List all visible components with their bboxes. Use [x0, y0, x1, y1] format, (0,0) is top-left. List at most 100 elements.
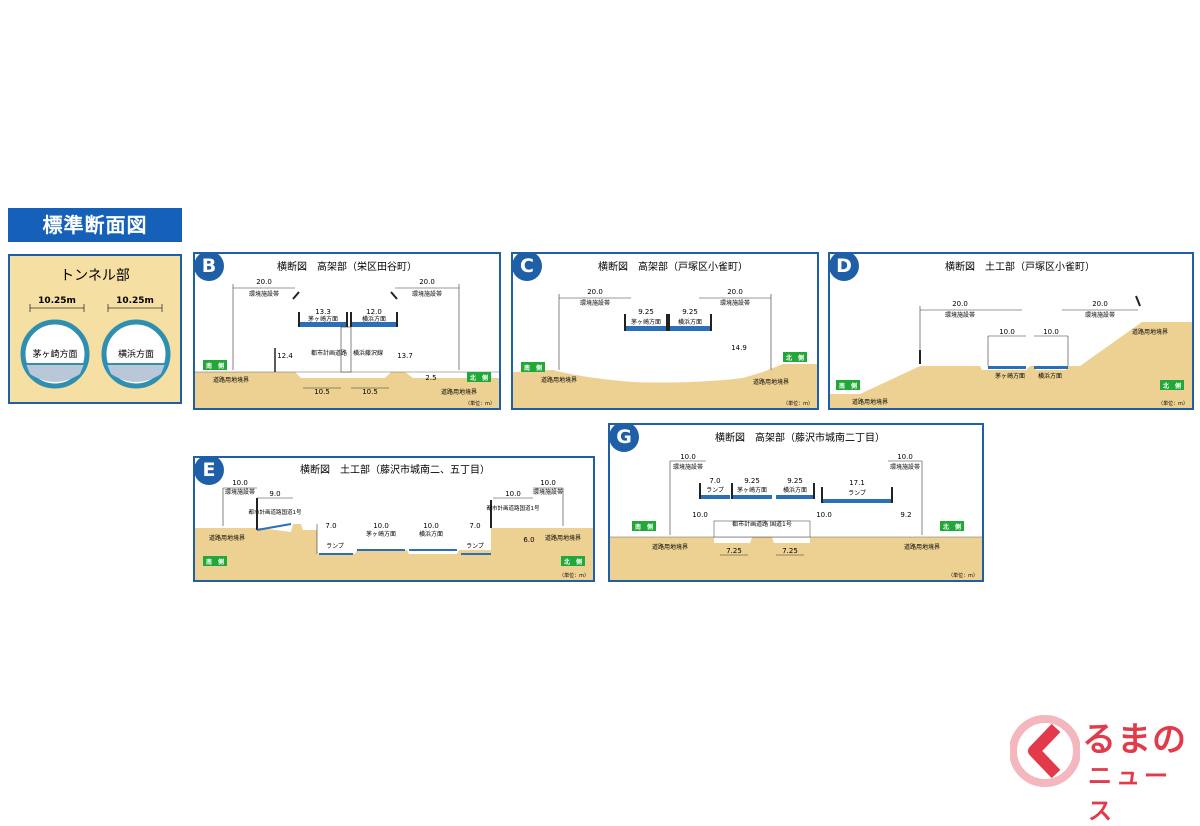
panel-g-deck-right-width: 9.25	[787, 477, 803, 485]
tunnel-right-direction: 横浜方面	[118, 348, 154, 360]
panel-e-main-left: 10.0	[373, 522, 389, 530]
panel-d-env-left-label: 環境施設帯	[945, 311, 975, 319]
panel-b-north: 北 側	[470, 374, 488, 382]
panel-g-boundary-left: 道路用地境界	[652, 543, 688, 551]
panel-g-deck-left	[731, 483, 772, 499]
panel-g-ramp-right-width: 17.1	[849, 479, 865, 487]
panel-b-deck-right-label: 横浜方面	[362, 315, 386, 323]
panel-d-env-right: 20.0	[1092, 300, 1108, 308]
panel-c-title: 横断図 高架部（戸塚区小雀町）	[598, 260, 748, 273]
page-title: 標準断面図	[8, 208, 182, 242]
panel-d-boundary-right: 道路用地境界	[1132, 328, 1168, 336]
panel-d-diagram: 横断図 土工部（戸塚区小雀町） 20.0 環境施設帯 20.0 環境施設帯 10…	[830, 260, 1192, 408]
panel-d-road-left-width: 10.0	[999, 328, 1015, 336]
panel-g-road-right: 7.25	[782, 547, 798, 555]
panel-d-env-left: 20.0	[952, 300, 968, 308]
panel-g-ramp-left-label: ランプ	[706, 487, 724, 494]
panel-c-env-right: 20.0	[727, 288, 743, 296]
panel-e-env-left: 10.0	[232, 479, 248, 487]
panel-c-boundary-left: 道路用地境界	[541, 376, 577, 384]
panel-e-ramp-right: 7.0	[469, 522, 480, 530]
panel-b-center-label: 都市計画道路 横浜藤沢線	[311, 349, 383, 357]
panel-b-env-right-label: 環境施設帯	[412, 290, 442, 298]
panel-g-boundary-right: 道路用地境界	[904, 543, 940, 551]
panel-e: 横断図 土工部（藤沢市城南二、五丁目） 10.0 環境施設帯 9.0 都市計画道…	[193, 456, 595, 582]
panel-c-env-left: 20.0	[587, 288, 603, 296]
panel-e-boundary-right: 道路用地境界	[545, 534, 581, 542]
panel-g-letter: G	[610, 425, 639, 452]
panel-g-diagram: 横断図 高架部（藤沢市城南二丁目） 10.0 環境施設帯 10.0 環境施設帯 …	[610, 431, 982, 580]
panel-b-road-right: 10.5	[362, 388, 378, 396]
panel-c-deck-left-width: 9.25	[638, 308, 654, 316]
panel-d-road-left-label: 茅ヶ崎方面	[995, 372, 1025, 380]
panel-g-h-left: 10.0	[692, 511, 708, 519]
panel-d-boundary-left: 道路用地境界	[852, 398, 888, 406]
panel-c-deck-left	[624, 314, 668, 331]
panel-c-h-right: 14.9	[731, 344, 747, 352]
watermark: るまの ニュース	[1010, 706, 1196, 825]
panel-e-ramp-left-label: ランプ	[326, 543, 344, 550]
panel-g-center-label: 都市計画道路 国道1号	[732, 520, 792, 528]
panel-g-h-right: 9.2	[900, 511, 911, 519]
panel-e-letter: E	[195, 458, 224, 485]
panel-e-env-right: 10.0	[540, 479, 556, 487]
tunnel-right-shape	[101, 319, 171, 389]
panel-d-road-right-label: 横浜方面	[1038, 372, 1062, 380]
panel-c-boundary-right: 道路用地境界	[753, 378, 789, 386]
panel-g-deck-left-width: 9.25	[744, 477, 760, 485]
panel-d-letter: D	[830, 254, 859, 281]
panel-b-h-left: 12.4	[277, 352, 293, 360]
panel-b-boundary-right: 道路用地境界	[441, 388, 477, 396]
tunnel-right-width: 10.25m	[116, 296, 154, 306]
panel-d-env-right-label: 環境施設帯	[1085, 311, 1115, 319]
tunnel-title: トンネル部	[60, 268, 130, 284]
panel-e-main-left-label: 茅ヶ崎方面	[366, 530, 396, 538]
panel-e-title: 横断図 土工部（藤沢市城南二、五丁目）	[300, 463, 490, 476]
panel-e-local-left: 9.0	[269, 490, 280, 498]
panel-g-env-right-label: 環境施設帯	[890, 463, 920, 471]
panel-c-deck-right-width: 9.25	[682, 308, 698, 316]
panel-c-letter: C	[513, 254, 542, 281]
tunnel-panel: トンネル部 10.25m 茅ヶ崎方面 10.25m 横浜方面	[8, 254, 182, 404]
panel-c-diagram: 横断図 高架部（戸塚区小雀町） 20.0 環境施設帯 20.0 環境施設帯 9.…	[513, 260, 817, 408]
panel-d-road-left	[987, 335, 1026, 369]
panel-e-depth: 6.0	[523, 536, 534, 544]
panel-g-env-left-label: 環境施設帯	[673, 463, 703, 471]
panel-e-ramp-left: 7.0	[325, 522, 336, 530]
panel-g-ramp-right	[821, 487, 893, 503]
panel-d-road-right	[1034, 335, 1069, 369]
panel-e-boundary-left: 道路用地境界	[209, 534, 245, 542]
watermark-main: るまの	[1082, 720, 1187, 760]
panel-b-deck-left	[298, 312, 348, 327]
panel-e-diagram: 横断図 土工部（藤沢市城南二、五丁目） 10.0 環境施設帯 9.0 都市計画道…	[195, 463, 593, 580]
panel-g-deck-right-label: 横浜方面	[783, 486, 807, 494]
panel-g-north: 北 側	[943, 523, 961, 531]
panel-c-unit: （単位：m）	[783, 400, 813, 407]
panel-g-road-left: 7.25	[726, 547, 742, 555]
tunnel-left-shape	[20, 319, 90, 389]
panel-g-h-mid: 10.0	[816, 511, 832, 519]
panel-c-env-right-label: 環境施設帯	[720, 299, 750, 307]
panel-g-ramp-left-width: 7.0	[709, 477, 720, 485]
panel-c-north: 北 側	[786, 354, 804, 362]
panel-b-diagram: 横断図 高架部（栄区田谷町） 20.0 環境施設帯 20.0 環境施設帯 13.…	[195, 260, 499, 408]
panel-c-south: 南 側	[524, 364, 542, 372]
panel-b-env-right: 20.0	[419, 278, 435, 286]
panel-b-letter: B	[195, 254, 224, 281]
watermark-sub: ニュース	[1088, 762, 1172, 825]
watermark-logo-icon	[1010, 715, 1080, 787]
panel-b-unit: （単位：m）	[465, 400, 495, 407]
panel-e-main-right-label: 横浜方面	[419, 530, 443, 538]
panel-c-deck-right-label: 横浜方面	[678, 318, 702, 326]
panel-d-road-right-width: 10.0	[1043, 328, 1059, 336]
panel-g: 横断図 高架部（藤沢市城南二丁目） 10.0 環境施設帯 10.0 環境施設帯 …	[608, 423, 984, 582]
panel-d-unit: （単位：m）	[1158, 400, 1188, 407]
panel-g-ramp-left	[699, 483, 730, 499]
panel-b-deck-right	[350, 312, 398, 327]
panel-c-deck-left-label: 茅ヶ崎方面	[631, 318, 661, 326]
panel-e-env-left-label: 環境施設帯	[225, 488, 255, 496]
panel-b-env-left-label: 環境施設帯	[249, 290, 279, 298]
panel-b-step: 2.5	[425, 374, 436, 382]
panel-b-road-left: 10.5	[314, 388, 330, 396]
panel-b-deck-left-label: 茅ヶ崎方面	[308, 315, 338, 323]
